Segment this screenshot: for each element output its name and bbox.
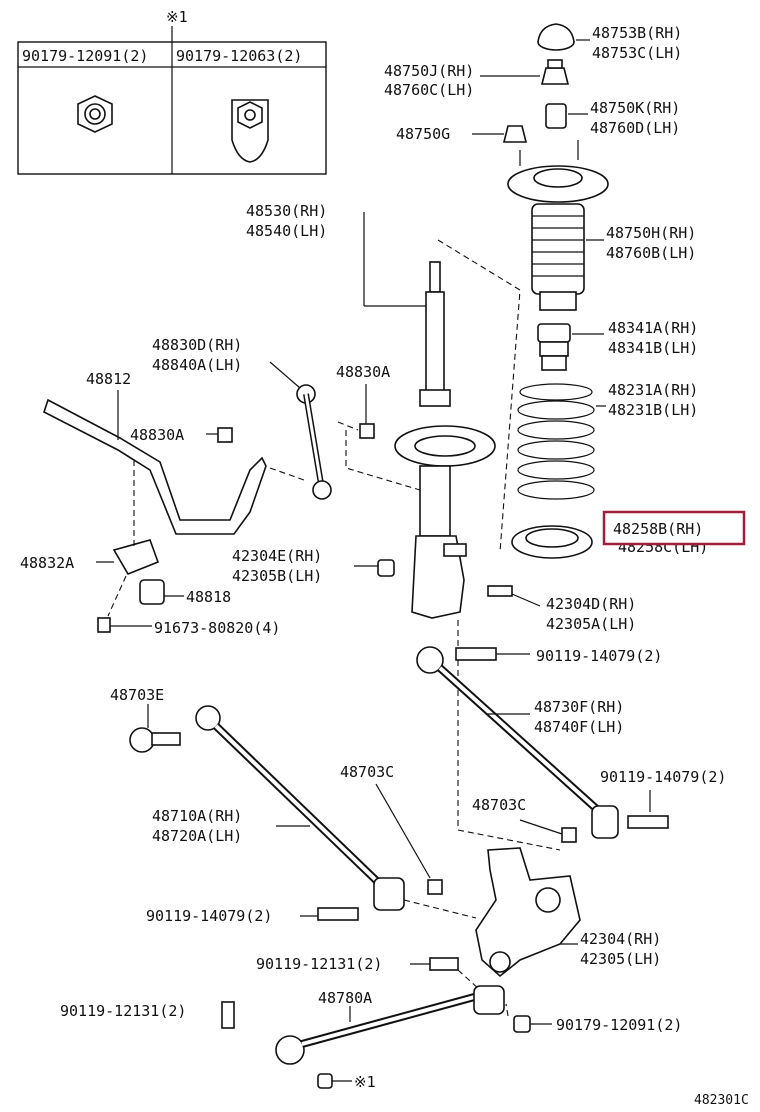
label-48812: 48812 (86, 370, 131, 388)
lock-nut-icon (540, 59, 570, 85)
label-48750k-lh: 48760D(LH) (590, 119, 680, 137)
strut-fasteners: 42304E(RH) 42305B(LH) 42304D(RH) 42305A(… (232, 547, 636, 633)
label-48231-rh: 48231A(RH) (608, 381, 698, 399)
label-90119-b: 90119-14079(2) (600, 768, 726, 786)
bump-stopper-icon (537, 323, 571, 371)
bolt-icon (455, 647, 497, 661)
label-48750j-lh: 48760C(LH) (384, 81, 474, 99)
fastener-inset: ※1 90179-12091(2) 90179-12063(2) (17, 8, 327, 175)
hex-nut-icon (77, 95, 113, 133)
label-48750h-rh: 48750H(RH) (606, 224, 696, 242)
highlight-box (602, 510, 746, 546)
label-42304-lh: 42305(LH) (580, 950, 661, 968)
label-48341-rh: 48341A(RH) (608, 319, 698, 337)
bolt-icon (487, 585, 513, 597)
bolt-icon (97, 617, 111, 633)
label-90119-c: 90119-14079(2) (146, 907, 272, 925)
label-mark-bottom: ※1 (354, 1073, 376, 1091)
label-48730f-lh: 48740F(LH) (534, 718, 624, 736)
nut-icon (217, 427, 233, 443)
label-90119-a: 90119-14079(2) (536, 647, 662, 665)
flange-nut-icon (231, 99, 269, 163)
label-91673: 91673-80820(4) (154, 619, 280, 637)
cam-bolt-icon (129, 727, 155, 753)
label-48750k-rh: 48750K(RH) (590, 99, 680, 117)
label-48750g: 48750G (396, 125, 450, 143)
trailing-arm-group: 48703E 48710A(RH) 48720A(LH) 48703C 9011… (110, 686, 443, 925)
label-42304e-rh: 42304E(RH) (232, 547, 322, 565)
inset-right-label: 90179-12063(2) (176, 47, 302, 65)
nut-icon (359, 423, 375, 439)
label-42304e-lh: 42305B(LH) (232, 567, 322, 585)
inset-marker: ※1 (166, 8, 188, 26)
nut-icon (377, 559, 395, 577)
label-48530-rh: 48530(RH) (246, 202, 327, 220)
shock-absorber: 48530(RH) 48540(LH) (246, 202, 561, 851)
label-48780a: 48780A (318, 989, 372, 1007)
nut-icon (317, 1073, 333, 1089)
lateral-link-group: 90119-14079(2) 48730F(RH) 48740F(LH) 901… (416, 646, 726, 843)
bushing-icon (545, 103, 567, 129)
label-48830d-lh: 48840A(LH) (152, 356, 242, 374)
label-48830a-top: 48830A (336, 363, 390, 381)
label-48830a-left: 48830A (130, 426, 184, 444)
label-48703c-right: 48703C (472, 796, 526, 814)
label-48730f-rh: 48730F(RH) (534, 698, 624, 716)
label-42304d-lh: 42305A(LH) (546, 615, 636, 633)
label-90179: 90179-12091(2) (556, 1016, 682, 1034)
knuckle-icon (475, 847, 581, 978)
label-42304-rh: 42304(RH) (580, 930, 661, 948)
label-48710a-lh: 48720A(LH) (152, 827, 242, 845)
inset-left-label: 90179-12091(2) (22, 47, 148, 65)
bushing-icon (139, 579, 165, 605)
bolt-icon (221, 1001, 235, 1029)
label-48703c-mid: 48703C (340, 763, 394, 781)
diagram-code: 482301C (694, 1093, 749, 1108)
label-48830d-rh: 48830D(RH) (152, 336, 242, 354)
nut-icon (561, 827, 577, 843)
label-48750j-rh: 48750J(RH) (384, 62, 474, 80)
label-48341-lh: 48341B(LH) (608, 339, 698, 357)
label-48258-rh: 48258B(RH) (613, 520, 703, 538)
nut-icon (502, 125, 528, 143)
label-42304d-rh: 42304D(RH) (546, 595, 636, 613)
upper-mount-parts: 48753B(RH) 48753C(LH) 48750J(RH) 48760C(… (384, 23, 746, 559)
label-48231-lh: 48231B(LH) (608, 401, 698, 419)
bolt-icon (627, 815, 669, 829)
label-48832a: 48832A (20, 554, 74, 572)
label-90119-d: 90119-12131(2) (256, 955, 382, 973)
nut-icon (427, 879, 443, 895)
bolt-icon (317, 907, 359, 921)
label-48818: 48818 (186, 588, 231, 606)
knuckle-group: 42304(RH) 42305(LH) 90119-12131(2) (256, 847, 661, 991)
label-48703e: 48703E (110, 686, 164, 704)
spring-insulator-icon (511, 525, 593, 559)
lower-link-group: 48780A 90119-12131(2) 90179-12091(2) ※1 (60, 985, 682, 1091)
stabilizer-group: 48812 48830D(RH) 48840A(LH) 48830A 48830… (20, 336, 390, 637)
bracket-icon (112, 539, 160, 575)
label-48750h-lh: 48760B(LH) (606, 244, 696, 262)
bolt-icon (429, 957, 459, 971)
label-48710a-rh: 48710A(RH) (152, 807, 242, 825)
label-90119-e: 90119-12131(2) (60, 1002, 186, 1020)
label-48753-rh: 48753B(RH) (592, 24, 682, 42)
label-48753-lh: 48753C(LH) (592, 44, 682, 62)
coil-spring-icon (517, 383, 595, 500)
nut-icon (513, 1015, 531, 1033)
label-48530-lh: 48540(LH) (246, 222, 327, 240)
strut-mount-icon (507, 140, 609, 311)
